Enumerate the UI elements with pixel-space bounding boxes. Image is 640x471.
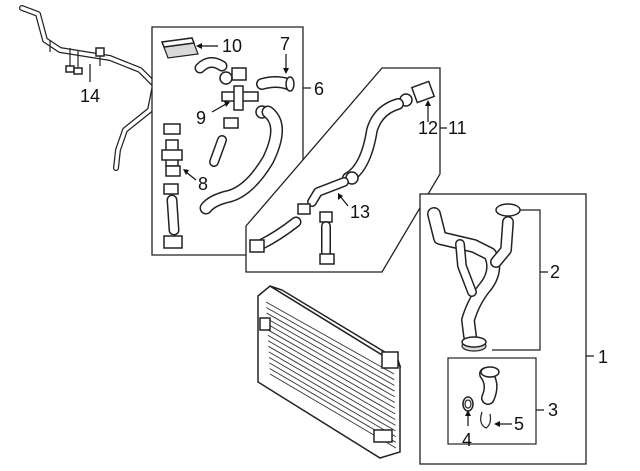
callout-14: 14 [80, 86, 100, 106]
arrow-8 [183, 169, 189, 175]
radiator-fin [268, 351, 396, 426]
radiator-fin [266, 307, 395, 381]
callout-8: 8 [198, 174, 208, 194]
radiator-fin [268, 345, 396, 420]
callout-10: 10 [222, 36, 242, 56]
arrow-9 [224, 101, 230, 107]
radiator-fin [267, 323, 395, 398]
callout-13: 13 [350, 202, 370, 222]
radiator-fin [266, 312, 395, 386]
callout-7: 7 [280, 34, 290, 54]
valve-assembly-part-8 [161, 123, 183, 249]
radiator-fin [267, 329, 395, 403]
callout-4: 4 [462, 430, 472, 450]
tee-fitting-part-13 [249, 177, 349, 265]
leader-line-9 [211, 103, 227, 113]
outlet-housing-part-3 [479, 366, 500, 405]
elbow-hose-part-7 [256, 76, 295, 92]
leader-bracket-2 [492, 209, 541, 351]
leader-line-13 [339, 195, 349, 207]
coolant-pipe-part-2 [427, 203, 521, 352]
upper-hose-group-11 [342, 98, 404, 185]
radiator-fin [269, 362, 396, 438]
radiator [257, 285, 402, 459]
callout-9: 9 [196, 108, 206, 128]
callout-11: 11 [448, 118, 467, 138]
arrow-10 [196, 43, 202, 49]
foam-pad-part-10 [160, 37, 199, 59]
arrow-4 [465, 410, 471, 416]
callout-2: 2 [550, 262, 560, 282]
group-frame-3 [447, 357, 537, 445]
arrow-7 [283, 68, 289, 74]
arrow-13 [338, 193, 343, 200]
radiator-fin [265, 301, 395, 375]
radiator-fin [267, 334, 396, 409]
retaining-clip-part-5 [480, 411, 492, 429]
radiator-fin [268, 356, 396, 432]
arrow-5 [494, 421, 500, 427]
arrow-12 [425, 100, 431, 106]
callout-12: 12 [418, 118, 438, 138]
radiator-fin [266, 318, 395, 392]
callout-5: 5 [514, 414, 524, 434]
callout-3: 3 [548, 400, 558, 420]
leader-line-8 [185, 171, 197, 181]
long-hose-group-6 [199, 105, 283, 215]
o-ring-part-4 [462, 396, 474, 412]
bleed-pipe-part-14 [19, 5, 158, 171]
callout-1: 1 [598, 347, 608, 367]
callout-6: 6 [314, 79, 324, 99]
radiator-fin [267, 340, 396, 415]
